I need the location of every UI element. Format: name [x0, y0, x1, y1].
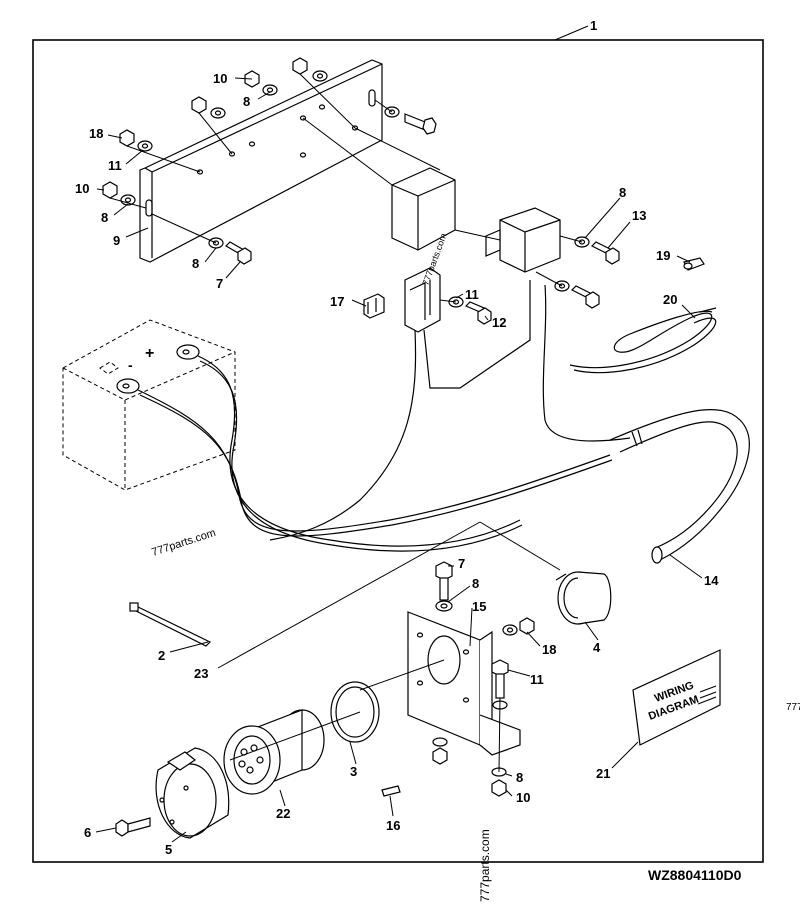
callout-4: 4 [593, 640, 601, 655]
callout-8: 8 [192, 256, 199, 271]
battery-cables [116, 280, 631, 552]
cable-tie [129, 602, 212, 647]
bracket-hardware [102, 57, 437, 265]
callout-10: 10 [75, 181, 89, 196]
fuse-holder [363, 267, 492, 333]
callout-12: 12 [492, 315, 506, 330]
callout-leaders [95, 25, 703, 843]
callout-8: 8 [243, 94, 250, 109]
callout-7: 7 [458, 556, 465, 571]
dust-cap [555, 571, 612, 625]
battery-minus: - [128, 357, 133, 373]
callout-23: 23 [194, 666, 208, 681]
connector-housing [155, 747, 230, 839]
screw [115, 817, 151, 837]
harness-conduit [609, 409, 750, 564]
callout-11: 11 [108, 158, 122, 173]
watermark-left: 777parts.com [150, 527, 217, 559]
callout-8: 8 [101, 210, 108, 225]
callout-5: 5 [165, 842, 172, 857]
callout-16: 16 [386, 818, 400, 833]
plate-fasteners [491, 617, 535, 797]
callout-14: 14 [704, 573, 719, 588]
callout-9: 9 [113, 233, 120, 248]
diagram-frame [32, 39, 764, 863]
mounting-bracket [139, 59, 383, 263]
watermark-bottom: 777parts.com [478, 829, 492, 902]
callout-15: 15 [472, 599, 486, 614]
callout-3: 3 [350, 764, 357, 779]
callout-11: 11 [465, 287, 479, 302]
callout-10: 10 [516, 790, 530, 805]
watermark-right: 777 [786, 702, 800, 713]
receptacle-connector [223, 709, 325, 795]
battery-plus: + [145, 345, 154, 362]
battery-outline: - + [62, 319, 236, 491]
coiled-wire [569, 307, 717, 374]
callout-10: 10 [213, 71, 227, 86]
callout-7: 7 [216, 276, 223, 291]
callout-8: 8 [619, 185, 626, 200]
small-fuse [683, 257, 705, 271]
pin [381, 785, 401, 797]
callout-1: 1 [590, 18, 597, 33]
relay [454, 207, 620, 309]
callout-21: 21 [596, 766, 610, 781]
callout-22: 22 [276, 806, 290, 821]
callout-17: 17 [330, 294, 344, 309]
callout-6: 6 [84, 825, 91, 840]
callout-20: 20 [663, 292, 677, 307]
callout-18: 18 [542, 642, 556, 657]
diagram-code: WZ8804110D0 [648, 867, 742, 883]
callout-13: 13 [632, 208, 646, 223]
callout-8: 8 [472, 576, 479, 591]
gasket-ring [330, 681, 380, 743]
callout-2: 2 [158, 648, 165, 663]
callout-8: 8 [516, 770, 523, 785]
callout-11: 11 [530, 672, 544, 687]
wiring-diagram-card: WIRING DIAGRAM [632, 649, 721, 746]
callout-labels: 1 10 8 18 11 10 8 9 8 7 8 13 19 17 11 12… [75, 18, 719, 857]
callout-18: 18 [89, 126, 103, 141]
callout-19: 19 [656, 248, 670, 263]
